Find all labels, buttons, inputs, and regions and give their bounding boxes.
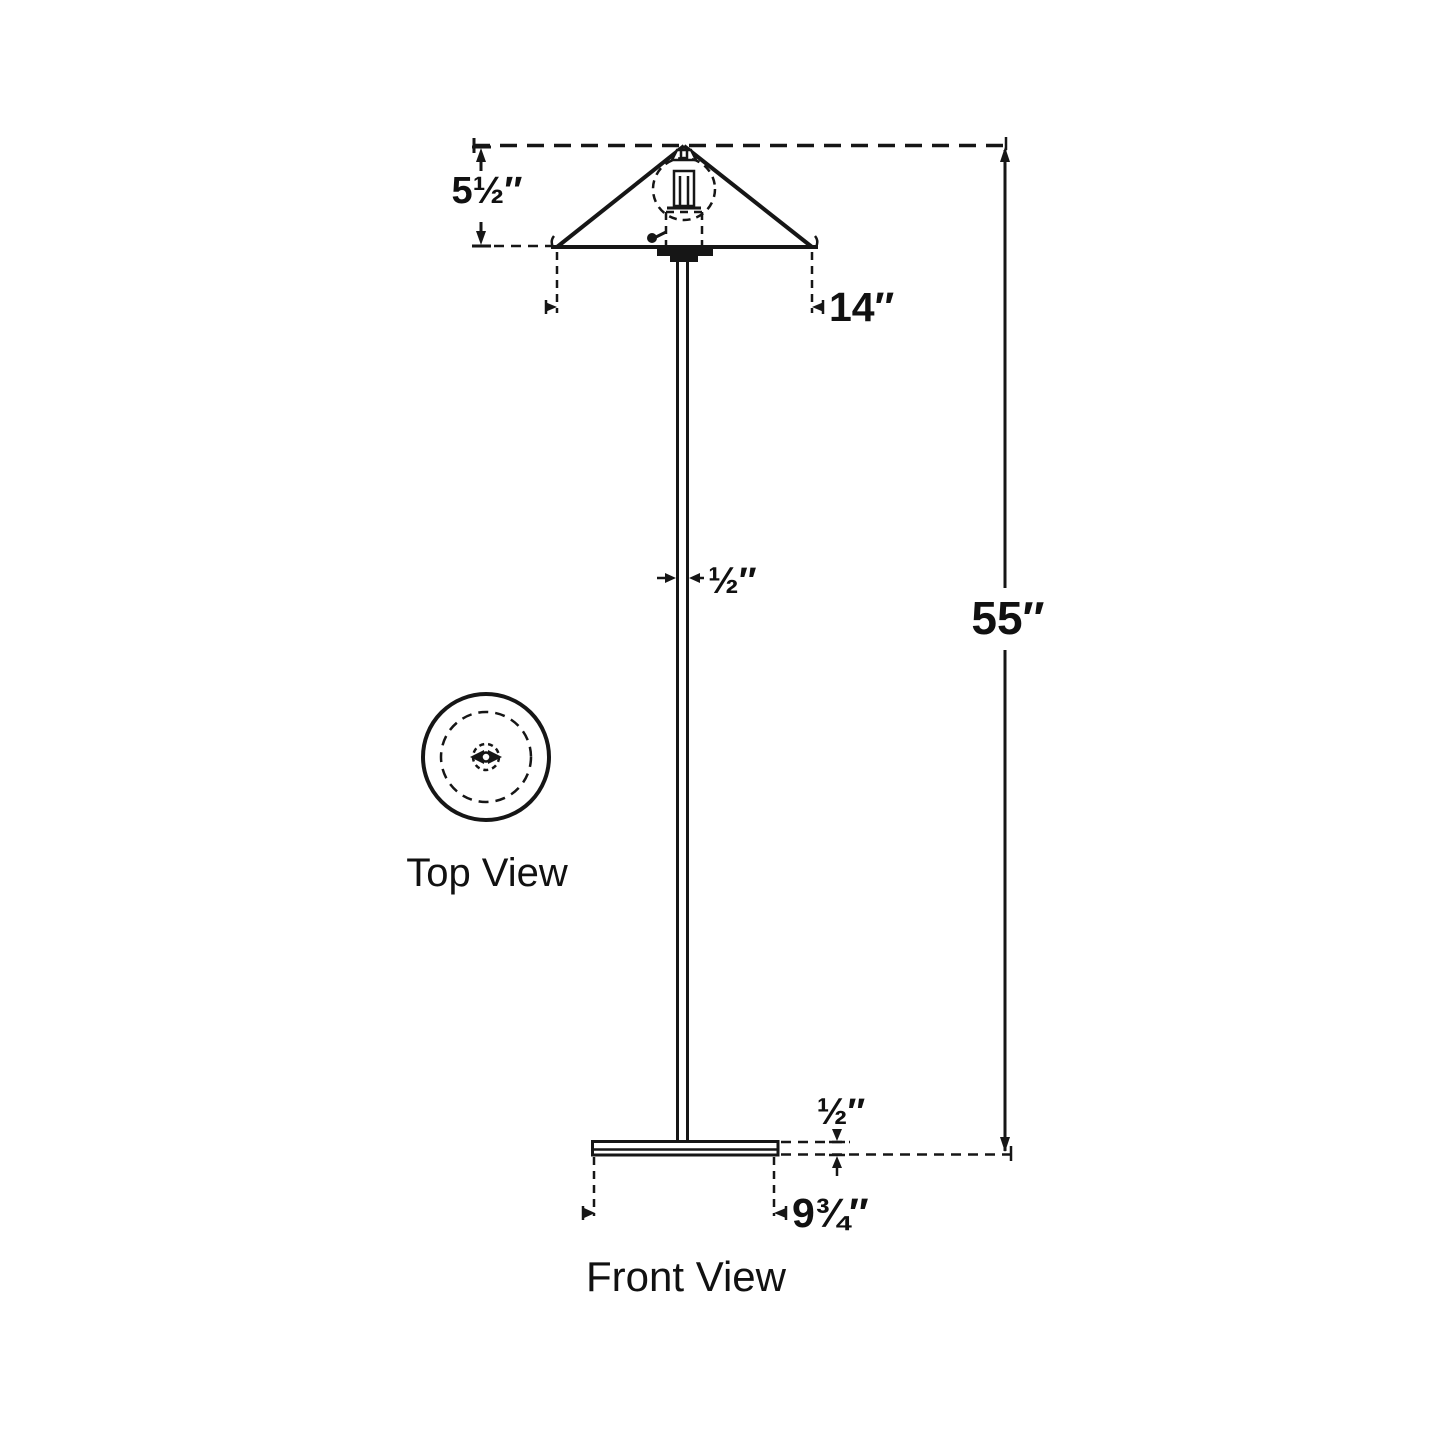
top-view-finial-center bbox=[480, 751, 492, 763]
lamp-base bbox=[591, 1140, 780, 1157]
dimension-base-diameter: 9¾″ bbox=[581, 1157, 869, 1236]
top-view-drawing bbox=[421, 692, 551, 822]
switch-stem bbox=[655, 230, 667, 239]
pole-diameter-left-arrow bbox=[665, 573, 676, 583]
lamp-pole bbox=[676, 262, 689, 1142]
overall-height-down-arrow bbox=[1000, 1137, 1010, 1152]
switch-knob bbox=[647, 233, 657, 243]
shade-right-slope bbox=[682, 144, 814, 249]
dimension-base-thickness: ½″ bbox=[781, 1091, 1010, 1176]
lamp-shade-outline bbox=[550, 144, 819, 249]
shade-diameter-right-arrow bbox=[812, 302, 824, 312]
socket-outline bbox=[664, 210, 704, 246]
lamp-socket bbox=[647, 210, 704, 246]
base-thickness-down-arrow bbox=[832, 1129, 842, 1141]
overall-height-up-arrow bbox=[1000, 147, 1010, 162]
shade-diameter-label: 14″ bbox=[829, 284, 894, 330]
top-view-shade-dashed-circle bbox=[439, 710, 533, 804]
base-thickness-up-arrow bbox=[832, 1156, 842, 1168]
socket-cap-upper bbox=[657, 249, 713, 256]
base-diameter-left-arrow bbox=[584, 1208, 595, 1218]
shade-diameter-left-arrow bbox=[545, 302, 557, 312]
bulb-filament-lines bbox=[678, 176, 690, 206]
bulb-filament-frame bbox=[672, 169, 696, 208]
shade-height-label: 5½″ bbox=[451, 170, 522, 212]
dimension-shade-diameter: 14″ bbox=[544, 252, 894, 330]
shade-left-slope bbox=[555, 144, 686, 249]
pole-diameter-label: ½″ bbox=[708, 560, 757, 601]
shade-edge-curl bbox=[550, 235, 819, 248]
dimension-pole-diameter: ½″ bbox=[657, 560, 757, 601]
base-diameter-label: 9¾″ bbox=[792, 1190, 869, 1236]
top-view-label: Top View bbox=[406, 851, 568, 895]
base-thickness-label: ½″ bbox=[817, 1091, 866, 1132]
overall-height-label: 55″ bbox=[971, 592, 1044, 644]
socket-cap bbox=[657, 249, 713, 262]
dimension-shade-height: 5½″ bbox=[451, 138, 1008, 248]
top-view-finial-right-wing bbox=[488, 750, 502, 764]
front-view-drawing bbox=[550, 144, 819, 1157]
light-bulb bbox=[651, 156, 717, 222]
top-view-finial-left-wing bbox=[470, 750, 484, 764]
pole-diameter-right-arrow bbox=[689, 573, 700, 583]
base-diameter-right-arrow bbox=[774, 1208, 786, 1218]
shade-height-down-arrow bbox=[476, 231, 486, 245]
top-view-outer-circle bbox=[421, 692, 551, 822]
bulb-outline bbox=[651, 156, 717, 222]
shade-height-up-arrow bbox=[476, 148, 486, 162]
socket-cap-lower bbox=[670, 256, 698, 262]
dimension-overall-height: 55″ bbox=[971, 137, 1045, 1161]
front-view-label: Front View bbox=[586, 1253, 787, 1300]
